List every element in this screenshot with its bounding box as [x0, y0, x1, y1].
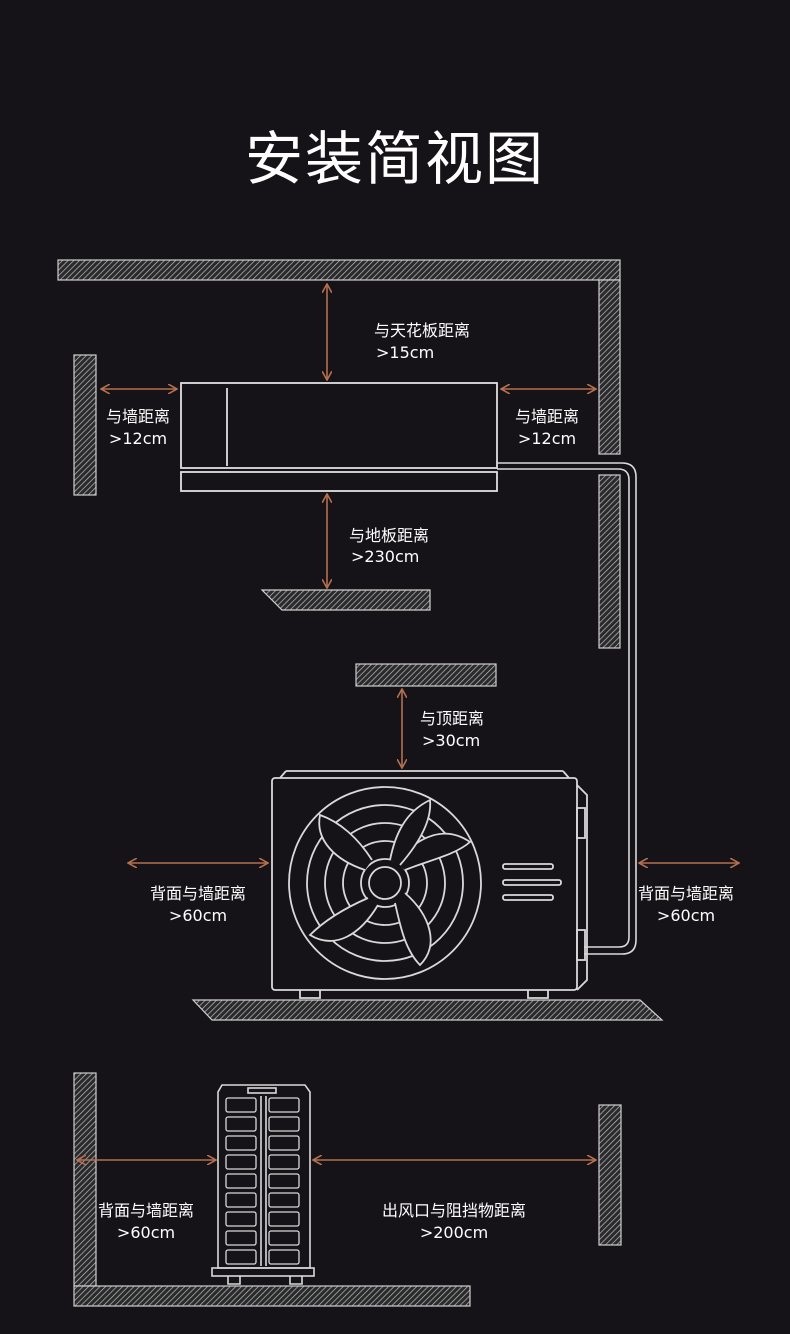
bottom-obstacle — [598, 1104, 622, 1246]
label-ceiling: 与天花板距离 — [374, 321, 470, 340]
bottom-left-wall — [73, 1072, 97, 1287]
label-back-left: 背面与墙距离 — [150, 884, 246, 903]
label-back-right: 背面与墙距离 — [638, 884, 734, 903]
left-wall — [73, 354, 97, 496]
outdoor-ground — [191, 999, 664, 1021]
refrigerant-pipe — [497, 462, 637, 955]
outdoor-unit-side-icon — [211, 1084, 315, 1285]
outdoor-top-block — [355, 663, 497, 687]
bottom-floor — [73, 1285, 471, 1307]
outdoor-unit-icon — [271, 770, 588, 999]
label-floor-value: >230cm — [351, 547, 419, 566]
label-back-bottom-value: >60cm — [117, 1223, 175, 1242]
label-outlet-value: >200cm — [420, 1223, 488, 1242]
fan-icon — [288, 786, 482, 980]
label-floor: 与地板距离 — [349, 526, 429, 545]
label-wall-right: 与墙距离 — [515, 407, 579, 426]
page-title: 安装简视图 — [244, 125, 545, 193]
label-top: 与顶距离 — [420, 709, 484, 728]
label-wall-left-value: >12cm — [109, 429, 167, 448]
side-grille — [225, 1097, 300, 1265]
label-outlet: 出风口与阻挡物距离 — [382, 1201, 526, 1220]
label-top-value: >30cm — [422, 731, 480, 750]
ceiling-wall — [57, 259, 621, 281]
label-back-bottom: 背面与墙距离 — [98, 1201, 194, 1220]
label-ceiling-value: >15cm — [376, 343, 434, 362]
right-wall-upper — [598, 279, 621, 455]
hatched-wall-icon — [57, 259, 664, 1307]
label-back-left-value: >60cm — [169, 906, 227, 925]
label-back-right-value: >60cm — [657, 906, 715, 925]
indoor-floor — [260, 589, 431, 611]
label-wall-right-value: >12cm — [518, 429, 576, 448]
double-arrow-icon — [77, 284, 739, 1160]
right-wall-lower — [598, 474, 621, 649]
label-wall-left: 与墙距离 — [106, 407, 170, 426]
indoor-unit-icon — [180, 382, 498, 492]
